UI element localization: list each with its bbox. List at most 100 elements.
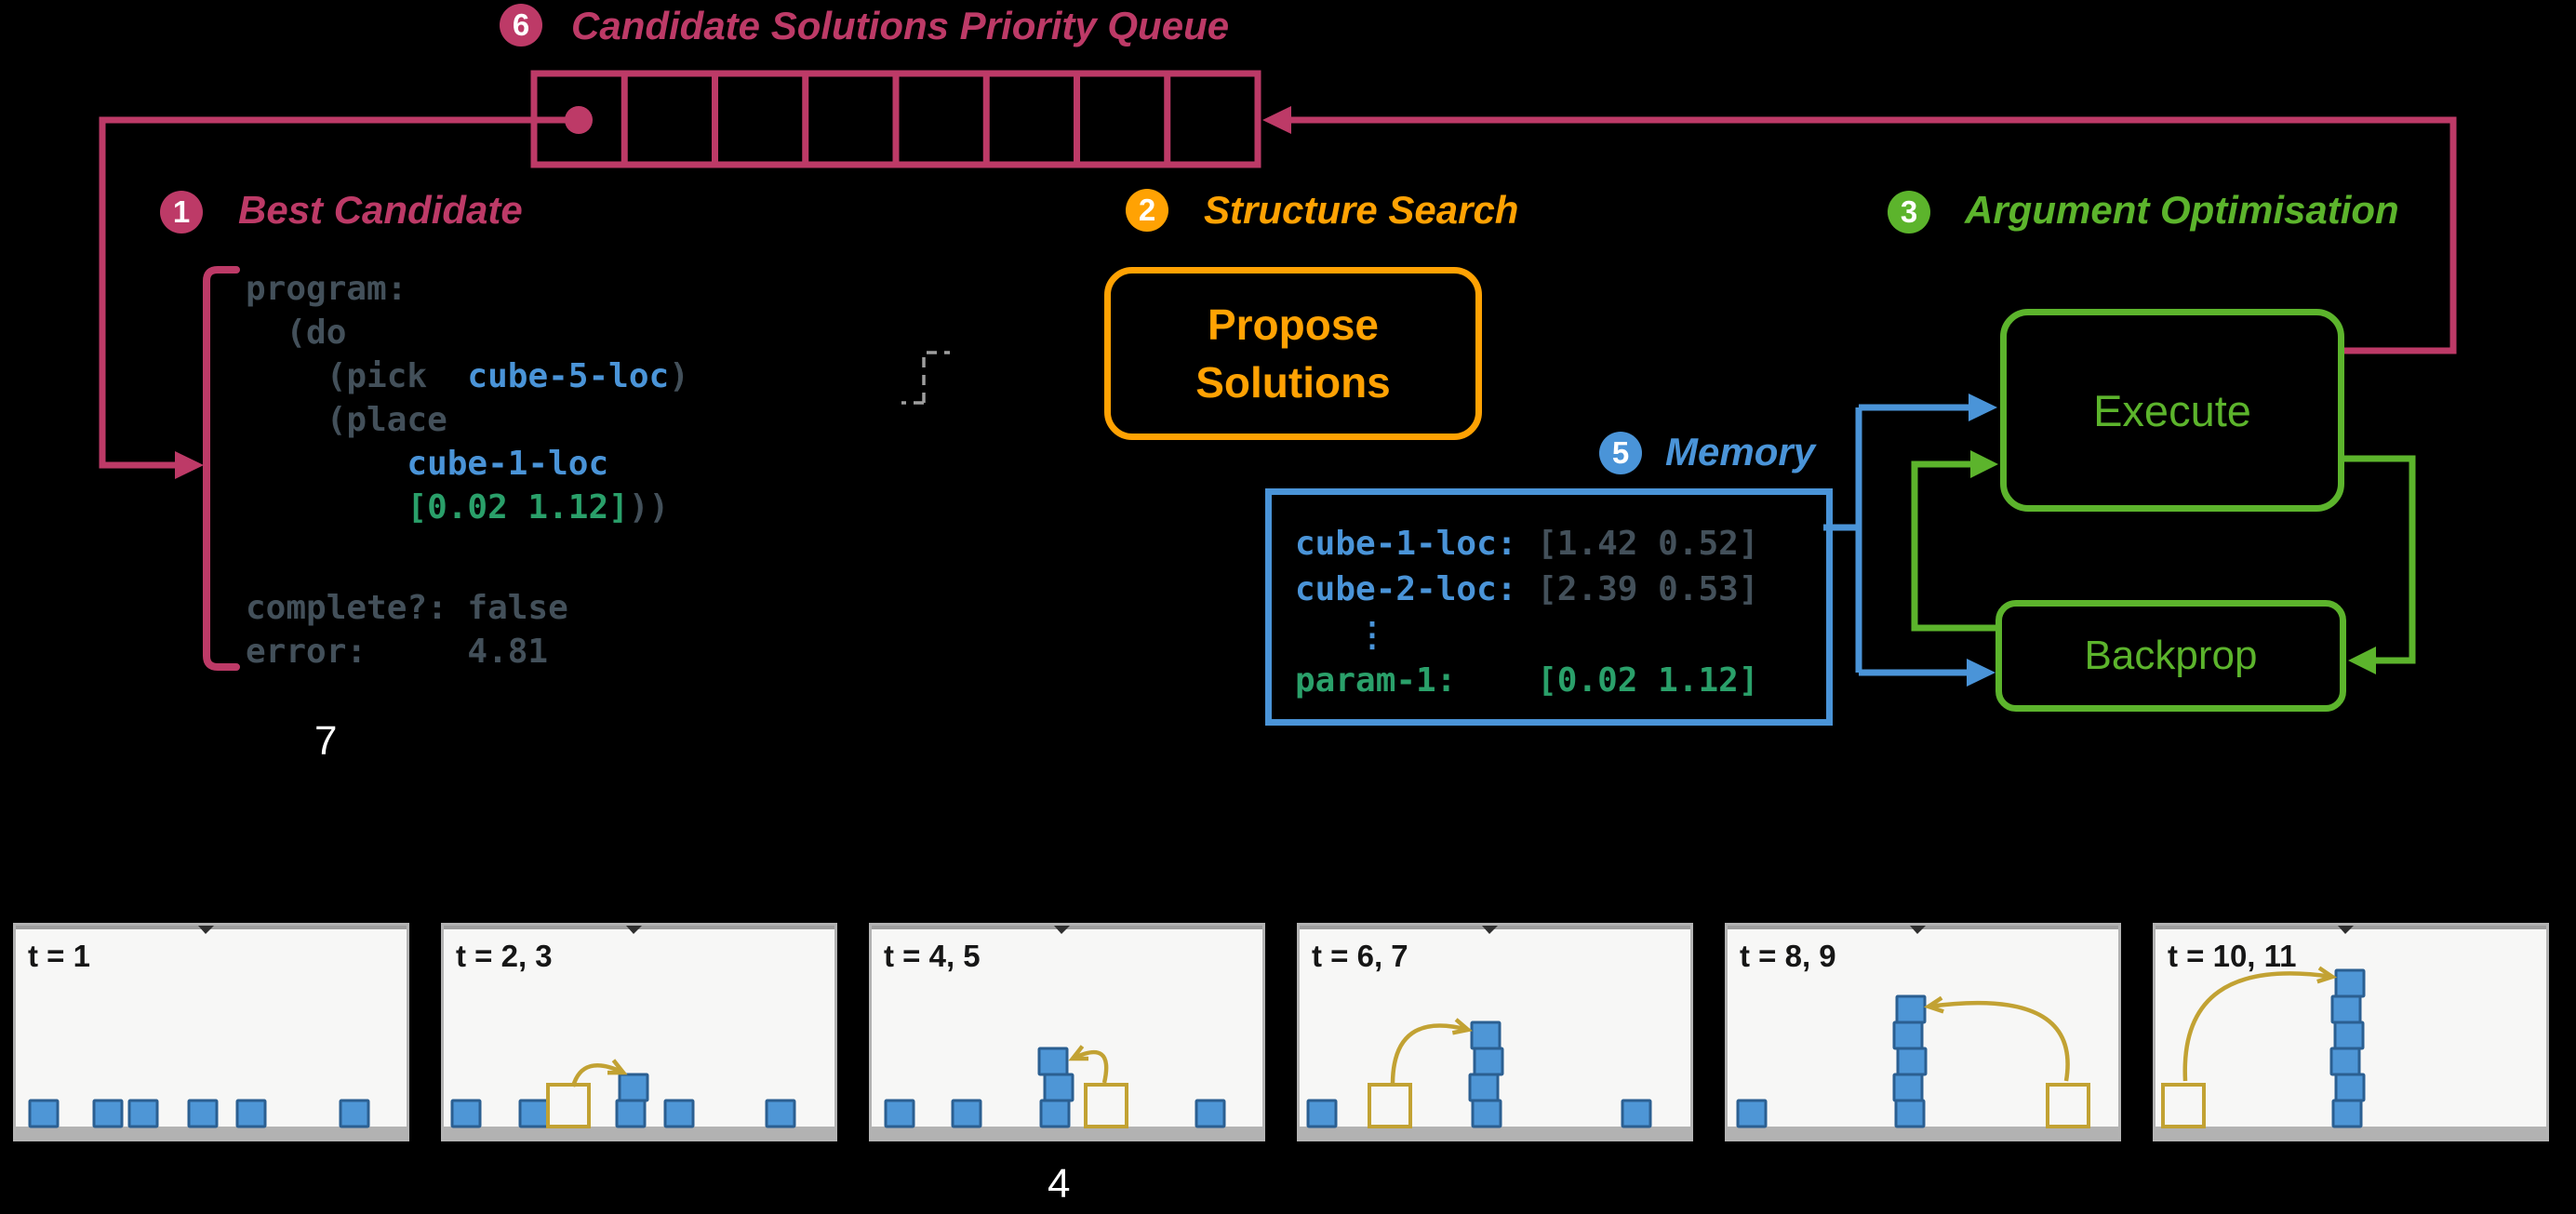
- cube: [1896, 1047, 1928, 1076]
- incoming-arrow-tip: [2338, 926, 2354, 934]
- cube: [235, 1099, 267, 1128]
- cube: [951, 1099, 982, 1128]
- code-line: cube-1-loc: [407, 445, 609, 483]
- cube: [1037, 1047, 1069, 1076]
- code-line: ⋮: [1295, 616, 1390, 654]
- panel-time-label: t = 10, 11: [2168, 939, 2297, 973]
- panel-time-label: t = 8, 9: [1740, 939, 1836, 973]
- cube: [663, 1099, 695, 1128]
- badge-queue: 6: [500, 4, 542, 47]
- queue-arrowhead: [1262, 106, 1291, 134]
- code-line: (pick cube-5-loc): [246, 357, 689, 395]
- flow-label-4: 4: [1048, 1161, 1071, 1207]
- move-arrowhead: [1923, 995, 1944, 1014]
- code-line: complete?: false: [246, 589, 568, 627]
- cube: [450, 1099, 482, 1128]
- cube: [884, 1099, 915, 1128]
- code-line: (place: [246, 401, 447, 439]
- propose-solutions-label: Propose Solutions: [1195, 300, 1391, 407]
- cube: [1621, 1099, 1652, 1128]
- panel-floor: [444, 1127, 834, 1140]
- best-candidate-title: Best Candidate: [238, 188, 523, 232]
- cube: [2334, 1073, 2366, 1102]
- pick-location-outline: [2046, 1083, 2090, 1128]
- panel-floor: [2156, 1127, 2546, 1140]
- code-line: (do: [246, 314, 347, 352]
- cube: [1195, 1099, 1226, 1128]
- cube: [28, 1099, 60, 1128]
- best-candidate-arrowhead: [175, 451, 204, 479]
- code-line: cube-1-loc: [1.42 0.52]: [1295, 525, 1759, 563]
- panel-floor: [872, 1127, 1262, 1140]
- panel-floor: [1300, 1127, 1690, 1140]
- panel-floor: [1728, 1127, 2118, 1140]
- panel-time-label: t = 4, 5: [884, 939, 981, 973]
- code-insertion-cursor: [901, 351, 950, 405]
- move-arrow: [1928, 1000, 2070, 1082]
- execute-box: Execute: [2000, 309, 2344, 512]
- backprop-to-execute-line: [1911, 460, 1997, 632]
- code-line: [0.02 1.12])): [407, 488, 670, 527]
- cube: [1471, 1099, 1502, 1128]
- move-arrowhead: [1451, 1018, 1473, 1035]
- cube: [1470, 1021, 1502, 1050]
- cube: [2329, 1047, 2361, 1076]
- move-arrow: [1390, 1023, 1469, 1084]
- cube: [1039, 1099, 1071, 1128]
- cube: [618, 1073, 649, 1102]
- cube: [187, 1099, 219, 1128]
- cube: [1468, 1073, 1500, 1102]
- cube: [1306, 1099, 1338, 1128]
- panel-time-label: t = 6, 7: [1312, 939, 1408, 973]
- timeline-panel: t = 2, 3: [441, 923, 837, 1141]
- incoming-arrow-tip: [626, 926, 642, 934]
- code-line: cube-2-loc: [2.39 0.53]: [1295, 570, 1759, 608]
- code-line: program:: [246, 270, 407, 308]
- program-code: program: (do (pick cube-5-loc) (place cu…: [246, 267, 689, 529]
- propose-solutions-box: Propose Solutions: [1104, 267, 1482, 440]
- cube: [1894, 1099, 1926, 1128]
- badge-structure-search: 2: [1126, 189, 1168, 232]
- timeline-panel-scene: t = 6, 7: [1297, 923, 1693, 1141]
- badge-argument-optimisation: 3: [1888, 191, 1930, 233]
- argument-optimisation-title: Argument Optimisation: [1965, 188, 2399, 232]
- cube: [1473, 1047, 1504, 1076]
- backprop-right-arrowhead: [2348, 647, 2376, 674]
- cube: [339, 1099, 370, 1128]
- timeline-panel: t = 8, 9: [1725, 923, 2121, 1141]
- move-arrow: [570, 1063, 624, 1087]
- timeline-panel: t = 6, 7: [1297, 923, 1693, 1141]
- execute-to-queue-line: [1291, 116, 2457, 354]
- panel-floor: [16, 1127, 407, 1140]
- timeline-panel-scene: t = 2, 3: [441, 923, 837, 1141]
- panel-time-label: t = 1: [28, 939, 90, 973]
- badge-best-candidate: 1: [160, 191, 203, 233]
- pick-location-outline: [546, 1083, 591, 1128]
- pick-location-outline: [1368, 1083, 1412, 1128]
- cube: [2333, 1021, 2365, 1050]
- incoming-arrow-tip: [1910, 926, 1926, 934]
- queue-title: Candidate Solutions Priority Queue: [571, 4, 1230, 47]
- move-arrowhead: [1068, 1045, 1089, 1061]
- cube: [2334, 968, 2366, 998]
- panel-time-label: t = 2, 3: [456, 939, 553, 973]
- timeline-panel-scene: t = 4, 5: [869, 923, 1265, 1141]
- timeline-panel-scene: t = 1: [13, 923, 409, 1141]
- execute-left-blue-arrowhead: [1969, 394, 1997, 421]
- cube: [1895, 994, 1927, 1024]
- move-arrowhead: [607, 1059, 628, 1075]
- queue-to-best-candidate-line: [99, 116, 579, 469]
- execute-to-backprop-line: [2342, 455, 2416, 664]
- cube: [615, 1099, 647, 1128]
- cube: [765, 1099, 796, 1128]
- timeline-panel-scene: t = 10, 11: [2153, 923, 2549, 1141]
- move-arrow: [1072, 1049, 1109, 1084]
- cube: [2331, 1099, 2363, 1128]
- move-arrow: [2182, 971, 2333, 1082]
- backprop-label: Backprop: [2084, 633, 2258, 678]
- cube: [1043, 1073, 1074, 1102]
- move-arrowhead: [2316, 966, 2338, 984]
